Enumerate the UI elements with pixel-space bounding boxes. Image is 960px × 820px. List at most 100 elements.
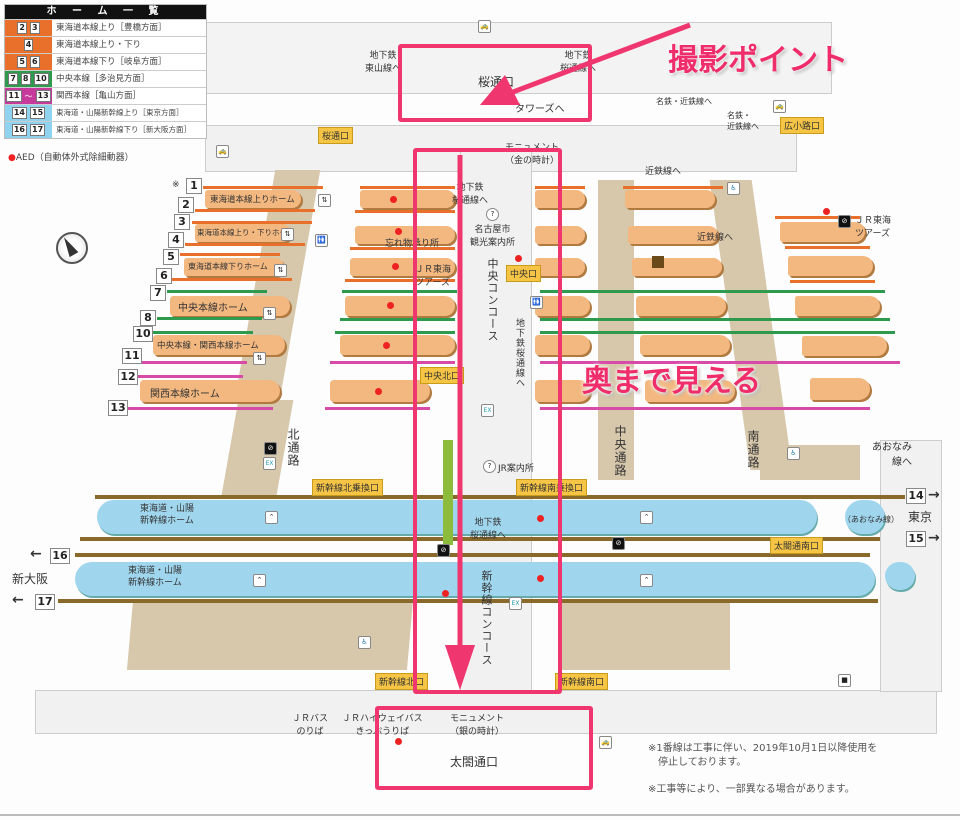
info-icon: ? xyxy=(483,460,496,473)
central-exit-tag: 中央口 xyxy=(506,265,542,282)
platform-label: 東海道・山陽 新幹線ホーム xyxy=(140,504,195,526)
escalator-icon: ⌃ xyxy=(265,511,278,524)
towers-label: タワーズへ xyxy=(515,104,565,115)
monument-silver-label: モニュメント （銀の時計） xyxy=(450,714,505,737)
arrow-right-icon: → xyxy=(928,487,940,503)
info-icon: ? xyxy=(486,208,499,221)
track-line xyxy=(623,186,723,189)
kintetsu-label: 近鉄線へ xyxy=(645,167,682,177)
elevator-icon: ⇅ xyxy=(318,194,331,207)
jr-info-label: JR案内所 xyxy=(498,464,534,474)
platform-label: 関西本線ホーム xyxy=(150,389,220,400)
shinkansen-concourse-label: 新幹線コンコース xyxy=(480,570,493,666)
aed-dot-icon xyxy=(395,228,402,235)
aed-dot-icon xyxy=(823,208,830,215)
compass-icon xyxy=(56,232,88,264)
track-16-line xyxy=(75,553,870,557)
track-number-4: 4 xyxy=(168,232,184,248)
track-number-3: 3 xyxy=(174,214,190,230)
track-line xyxy=(540,331,895,334)
aed-dot-icon xyxy=(537,515,544,522)
legend-row: 11〜13 関西本線［亀山方面］ xyxy=(5,87,206,104)
platform-right-col2-2 xyxy=(628,226,718,244)
ticket-icon: ⊘ xyxy=(437,544,450,557)
locker-icon: ■ xyxy=(838,674,851,687)
aed-dot-icon xyxy=(442,590,449,597)
jr-bus-label: ＪＲバス のりば xyxy=(292,714,329,737)
platform-right-col1-6 xyxy=(535,380,590,402)
escalator-icon: ⌃ xyxy=(640,511,653,524)
shinkansen-platform-lower-end xyxy=(885,562,915,590)
ex-icon: EX xyxy=(263,457,276,470)
track-11-line xyxy=(142,361,247,364)
track-number-15: 15 xyxy=(906,531,926,547)
elevator-icon: ⇅ xyxy=(274,264,287,277)
tokyo-direction: 東京 xyxy=(908,510,933,524)
platform-right-col3-4 xyxy=(802,336,887,356)
track-line xyxy=(775,216,860,219)
track-line xyxy=(342,290,457,293)
footnote-construction: ※工事等により、一部異なる場合があります。 xyxy=(648,784,855,795)
track-5-line xyxy=(180,253,280,256)
platform-mid-2 xyxy=(355,226,455,244)
toilet-icon: 🚻 xyxy=(530,296,543,309)
platform-mid-1 xyxy=(360,190,455,208)
accessible-icon: ♿ xyxy=(787,447,800,460)
track-number-6: 6 xyxy=(156,268,172,284)
platform-mid-5 xyxy=(340,335,455,355)
platform-tokaido-down xyxy=(184,258,284,276)
track-8-line xyxy=(157,317,262,320)
meitetsu-kintetsu-label: 名鉄・近鉄線へ xyxy=(656,97,712,106)
track-2-line xyxy=(195,209,315,212)
track-line xyxy=(345,279,455,282)
platform-right-col3-2 xyxy=(788,256,873,276)
track-line xyxy=(540,318,890,321)
subway-higashiyama-label: 地下鉄 東山線へ xyxy=(365,51,402,74)
aed-dot-icon xyxy=(383,342,390,349)
shooting-point-box xyxy=(398,44,592,122)
shinkansen-platform-lower xyxy=(75,562,875,596)
aed-dot-icon xyxy=(537,575,544,582)
footnote-track1: ※1番線は工事に伴い、2019年10月1日以降使用を 停止しております。 xyxy=(648,743,878,768)
toilet-icon: 🚻 xyxy=(315,234,328,247)
track-4-line xyxy=(185,243,305,246)
aed-legend: ●AED（自動体外式除細動器） xyxy=(8,153,134,163)
track-3-line xyxy=(192,221,312,224)
ticket-icon: ⊘ xyxy=(264,442,277,455)
south-passage-label: 南通路 xyxy=(746,430,760,469)
platform-right-col3-5 xyxy=(810,378,870,400)
central-concourse-label: 中央コンコース xyxy=(486,258,499,342)
track-17-line xyxy=(58,599,878,603)
elevator-icon: ⇅ xyxy=(263,307,276,320)
subway-sakura-label: 地下鉄 桜通線へ xyxy=(470,518,507,541)
central-passage-label: 中央通路 xyxy=(613,425,627,477)
track-number-12: 12 xyxy=(118,369,138,385)
taiko-exit-label: 太閤通口 xyxy=(450,755,499,769)
shooting-point-arrow xyxy=(480,20,695,110)
track-10-line xyxy=(153,331,253,334)
track-number-8: 8 xyxy=(140,310,156,326)
track-number-17: 17 xyxy=(35,594,55,610)
platform-kansai xyxy=(140,380,280,402)
tourist-info-label: 名古屋市 観光案内所 xyxy=(470,225,516,248)
elevator-icon: ⇅ xyxy=(253,352,266,365)
shinkansen-platform-upper-aonami xyxy=(845,500,885,534)
shinkansen-lower-hall xyxy=(126,600,414,670)
aed-dot-icon xyxy=(392,263,399,270)
subway-sakura-label: 地下鉄 桜通線へ xyxy=(452,183,489,206)
taxi-icon: 🚕 xyxy=(478,20,491,33)
escalator-icon: ⌃ xyxy=(640,574,653,587)
north-passage xyxy=(221,400,294,495)
taxi-icon: 🚕 xyxy=(773,100,786,113)
track-number-5: 5 xyxy=(163,249,179,265)
subway-sakura-label: 地下鉄桜通線へ xyxy=(514,318,524,388)
platform-right-col2-6 xyxy=(645,380,735,402)
track-7-line xyxy=(167,290,267,293)
track-line xyxy=(785,246,870,249)
track-number-7: 7 xyxy=(150,285,166,301)
track-line xyxy=(355,210,455,213)
aed-dot-icon xyxy=(395,738,402,745)
